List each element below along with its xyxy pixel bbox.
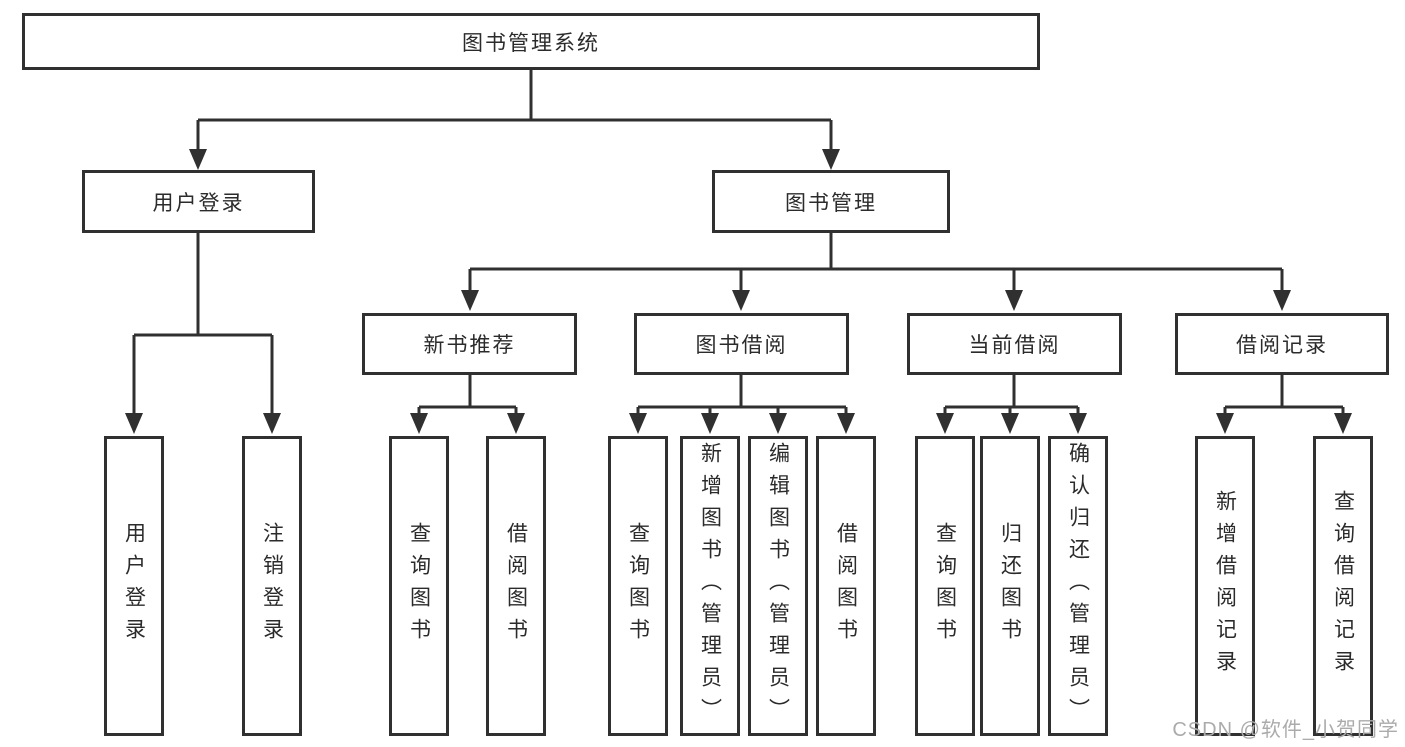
node-leaf-bb-borrow-books-label: 借阅图书 [834, 522, 858, 650]
node-current-borrow: 当前借阅 [907, 313, 1122, 375]
node-leaf-cb-query-books: 查询图书 [915, 436, 975, 736]
node-leaf-nb-borrow-books: 借阅图书 [486, 436, 546, 736]
node-new-book-recommend-label: 新书推荐 [423, 334, 516, 357]
node-leaf-cb-confirm-return: 确认归还（管理员） [1048, 436, 1108, 736]
edge-new-book-recommend-to-leaves [410, 375, 525, 434]
node-leaf-cb-query-books-label: 查询图书 [933, 522, 957, 650]
node-leaf-cb-return-books: 归还图书 [980, 436, 1040, 736]
node-leaf-user-login-label: 用户登录 [122, 522, 146, 650]
node-book-management: 图书管理 [712, 170, 950, 233]
edge-current-borrow-to-leaves [936, 375, 1087, 434]
edge-user-login-to-leaves [125, 233, 281, 434]
node-leaf-br-add-record-label: 新增借阅记录 [1213, 490, 1237, 682]
node-leaf-bb-borrow-books: 借阅图书 [816, 436, 876, 736]
node-leaf-nb-borrow-books-label: 借阅图书 [504, 522, 528, 650]
node-borrow-record-label: 借阅记录 [1236, 334, 1328, 357]
edge-book-management-to-level3 [461, 233, 1291, 311]
csdn-watermark: CSDN @软件_小贺同学 [1172, 719, 1399, 741]
node-leaf-bb-edit-books: 编辑图书（管理员） [748, 436, 808, 736]
node-leaf-user-login: 用户登录 [104, 436, 164, 736]
edge-root-to-level2 [189, 70, 840, 170]
node-borrow-record: 借阅记录 [1175, 313, 1389, 375]
node-user-login: 用户登录 [82, 170, 315, 233]
node-book-borrow-label: 图书借阅 [695, 334, 788, 357]
node-leaf-logout-label: 注销登录 [260, 522, 284, 650]
node-book-management-label: 图书管理 [785, 191, 877, 215]
node-leaf-br-query-record-label: 查询借阅记录 [1331, 490, 1355, 682]
node-leaf-br-add-record: 新增借阅记录 [1195, 436, 1255, 736]
node-leaf-bb-query-books-label: 查询图书 [626, 522, 650, 650]
node-root-label: 图书管理系统 [462, 31, 600, 55]
node-user-login-label: 用户登录 [152, 191, 245, 215]
edge-borrow-record-to-leaves [1216, 375, 1352, 434]
node-leaf-cb-return-books-label: 归还图书 [998, 522, 1022, 650]
node-root: 图书管理系统 [22, 13, 1040, 70]
node-book-borrow: 图书借阅 [634, 313, 849, 375]
node-leaf-nb-query-books: 查询图书 [389, 436, 449, 736]
node-current-borrow-label: 当前借阅 [968, 334, 1061, 357]
node-new-book-recommend: 新书推荐 [362, 313, 577, 375]
node-leaf-bb-add-books: 新增图书（管理员） [680, 436, 740, 736]
node-leaf-bb-query-books: 查询图书 [608, 436, 668, 736]
node-leaf-bb-add-books-label: 新增图书（管理员） [698, 442, 722, 730]
node-leaf-logout: 注销登录 [242, 436, 302, 736]
node-leaf-bb-edit-books-label: 编辑图书（管理员） [766, 442, 790, 730]
node-leaf-br-query-record: 查询借阅记录 [1313, 436, 1373, 736]
edge-book-borrow-to-leaves [629, 375, 855, 434]
node-leaf-cb-confirm-return-label: 确认归还（管理员） [1066, 442, 1090, 730]
node-leaf-nb-query-books-label: 查询图书 [407, 522, 431, 650]
